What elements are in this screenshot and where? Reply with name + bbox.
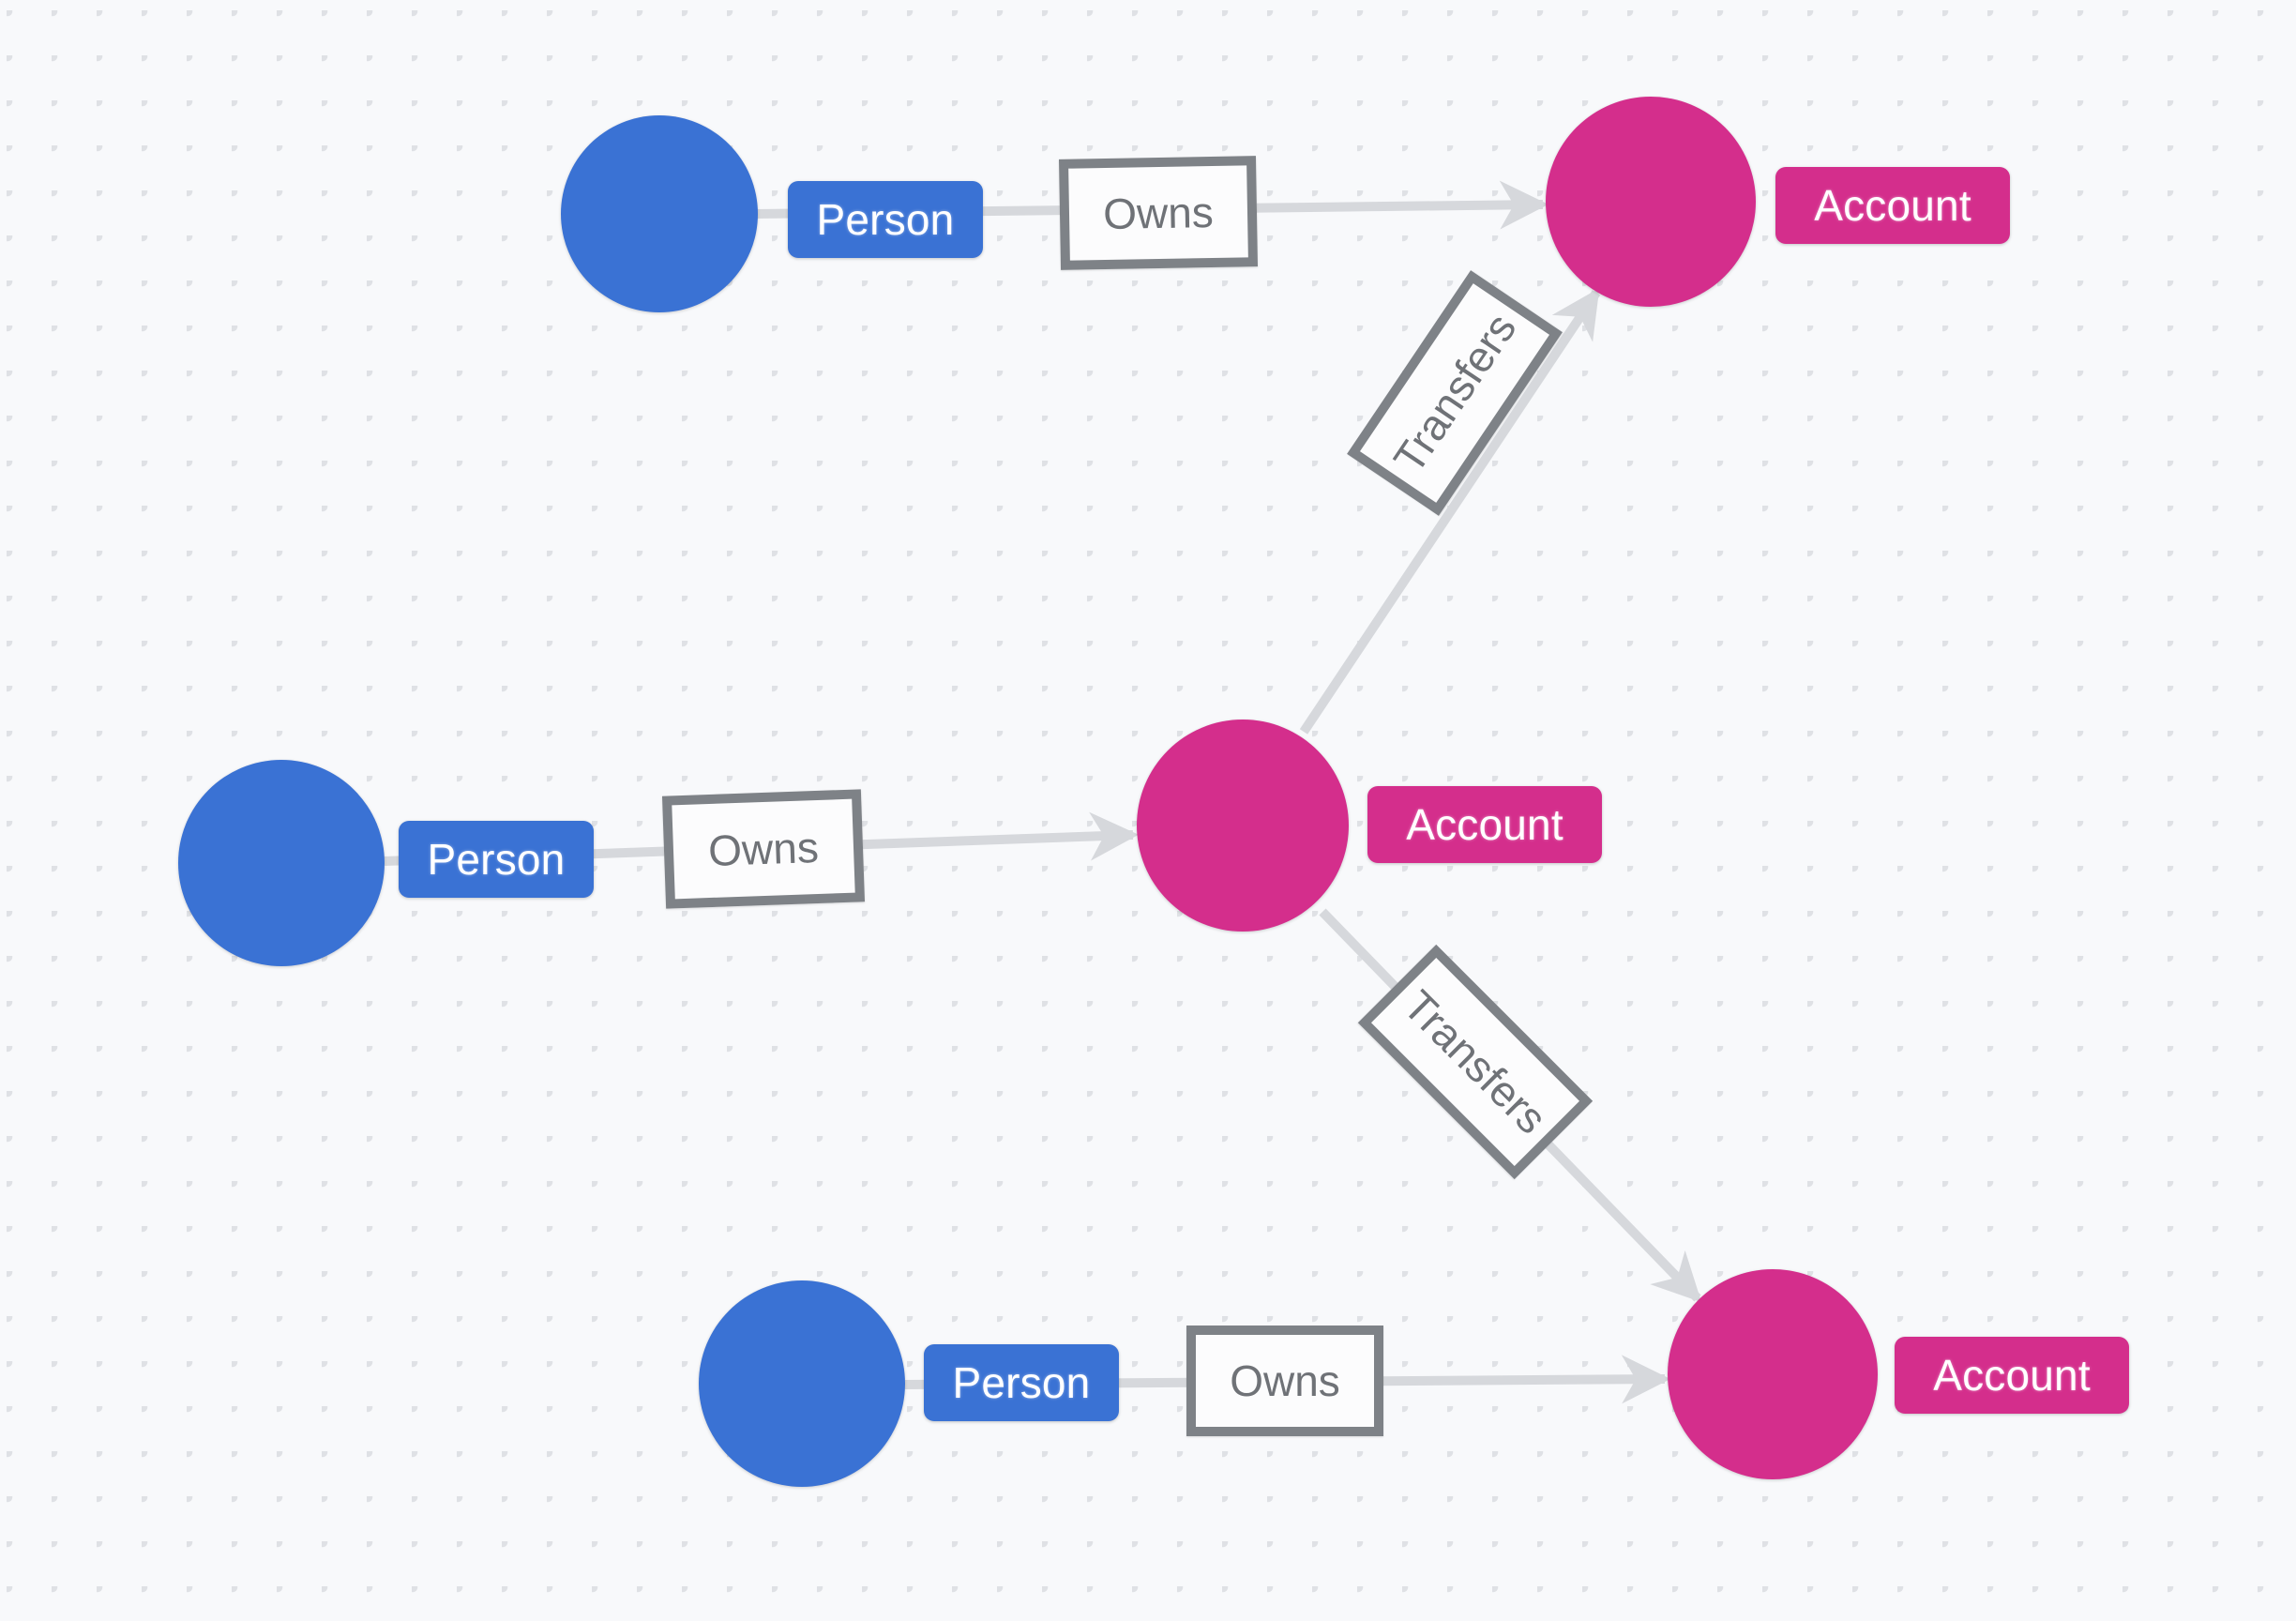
edge-label-transfers[interactable]: Transfers bbox=[1357, 944, 1594, 1180]
edge-label-transfers[interactable]: Transfers bbox=[1347, 270, 1563, 516]
node-circle-person[interactable] bbox=[178, 760, 385, 966]
node-label-badge[interactable]: Account bbox=[1895, 1337, 2129, 1414]
node-circle-account[interactable] bbox=[1137, 720, 1349, 932]
node-circle-person[interactable] bbox=[699, 1280, 905, 1487]
edge-label-owns[interactable]: Owns bbox=[661, 789, 866, 909]
edge-label-owns[interactable]: Owns bbox=[1058, 156, 1259, 270]
node-circle-account[interactable] bbox=[1668, 1269, 1878, 1479]
node-label-badge[interactable]: Person bbox=[399, 821, 594, 898]
node-label-badge[interactable]: Person bbox=[924, 1344, 1119, 1421]
node-label-badge[interactable]: Account bbox=[1367, 786, 1602, 863]
node-label-badge[interactable]: Account bbox=[1775, 167, 2010, 244]
node-circle-person[interactable] bbox=[561, 115, 758, 312]
edge-label-owns[interactable]: Owns bbox=[1186, 1326, 1383, 1436]
node-label-badge[interactable]: Person bbox=[788, 181, 983, 258]
node-circle-account[interactable] bbox=[1546, 97, 1756, 307]
